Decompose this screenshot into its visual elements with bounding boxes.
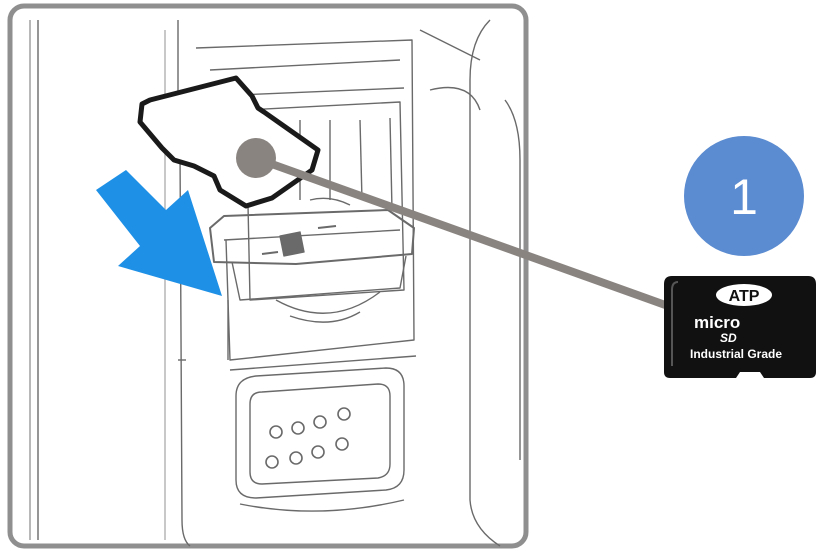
card-grade-label: Industrial Grade	[690, 347, 782, 361]
step-number: 1	[730, 169, 758, 225]
pogo-pin	[292, 422, 304, 434]
microsd-card-image: ATP micro SD Industrial Grade	[664, 276, 816, 378]
pogo-pin	[338, 408, 350, 420]
pogo-pin	[270, 426, 282, 438]
card-sd-label: SD	[720, 331, 737, 345]
pogo-pin	[336, 438, 348, 450]
leader-dot	[236, 138, 276, 178]
pogo-pin	[312, 446, 324, 458]
card-micro-label: micro	[694, 313, 740, 332]
pogo-pin	[290, 452, 302, 464]
pogo-pin	[314, 416, 326, 428]
pogo-pin	[266, 456, 278, 468]
card-brand: ATP	[729, 288, 760, 305]
